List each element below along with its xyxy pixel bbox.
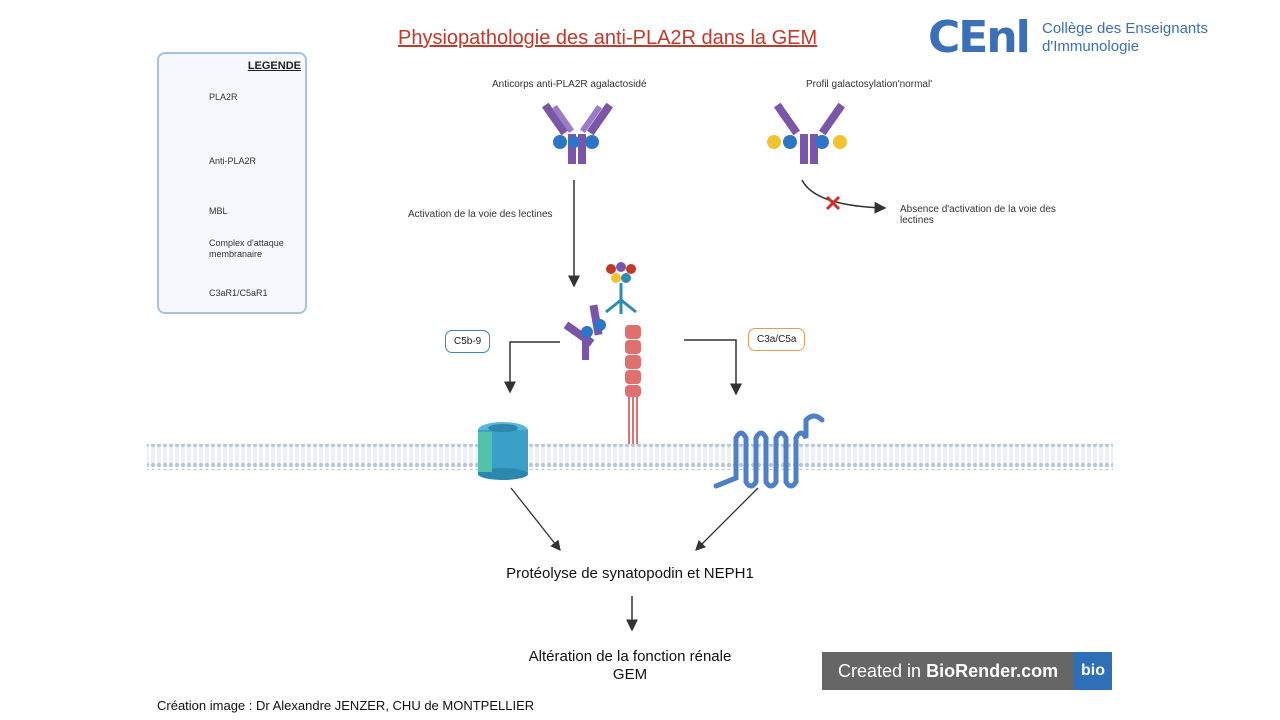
legend-box: LEGENDE PLA2R Anti-PLA2R MBL Complex d'a… (157, 52, 307, 314)
legend-label-anti-pla2r: Anti-PLA2R (209, 156, 257, 166)
label-normal-profile: Profil galactosylation'normal' (806, 79, 933, 90)
image-credit: Création image : Dr Alexandre JENZER, CH… (157, 698, 535, 713)
blocked-x-icon (825, 195, 841, 211)
bound-antibody (563, 304, 606, 360)
legend-label-mac: Complex d'attaque membranaire (209, 238, 284, 259)
legend-label-c3ar: C3aR1/C5aR1 (209, 288, 268, 298)
antibody-normal (767, 102, 847, 164)
pla2r-receptor (625, 325, 641, 444)
label-alteration-line2: GEM (612, 666, 648, 683)
label-alteration: Altération de la fonction rénale GEM (440, 648, 820, 684)
label-antibody-agalacto: Anticorps anti-PLA2R agalactosidé (492, 79, 647, 90)
label-lectin-activation: Activation de la voie des lectines (408, 209, 553, 220)
cei-logo: CEnl Collège des Enseignants d'Immunolog… (928, 14, 1228, 62)
label-alteration-line1: Altération de la fonction rénale (528, 648, 732, 665)
logo-line1: Collège des Enseignants (1042, 20, 1208, 37)
tag-c3a-c5a: C3a/C5a (748, 328, 806, 351)
cell-membrane (147, 444, 1113, 470)
logo-text: Collège des Enseignants d'Immunologie (1042, 20, 1208, 56)
c3ar-receptor (713, 413, 825, 489)
bio-logo: bio (1074, 652, 1112, 690)
logo-mark: CEnl (928, 12, 1031, 63)
antibody-agalacto (541, 102, 614, 164)
biorender-badge: Created in BioRender.com bio (822, 652, 1112, 690)
legend-label-mbl: MBL (209, 206, 228, 216)
mbl-complex (605, 262, 637, 314)
legend-label-pla2r: PLA2R (209, 92, 238, 102)
biorender-brand: BioRender.com (926, 660, 1059, 681)
label-no-activation: Absence d'activation de la voie des lect… (900, 204, 1056, 226)
logo-line2: d'Immunologie (1042, 38, 1140, 55)
biorender-prefix: Created in (838, 660, 922, 681)
mac-pore (478, 422, 528, 480)
legend-title: LEGENDE (247, 60, 301, 72)
page-title: Physiopathologie des anti-PLA2R dans la … (398, 27, 818, 49)
label-proteolysis: Protéolyse de synatopodin et NEPH1 (506, 565, 754, 582)
tag-c5b9: C5b-9 (445, 330, 491, 353)
